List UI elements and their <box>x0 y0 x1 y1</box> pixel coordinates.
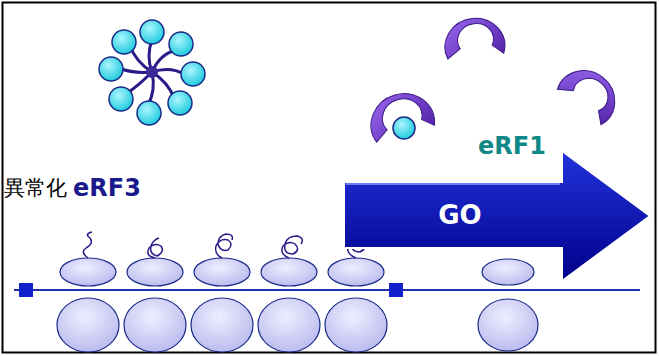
molecule-name: eRF1 <box>478 132 546 160</box>
text-holder: 異常化eRF3 <box>4 168 141 208</box>
erf1-crescent <box>554 59 626 126</box>
small-subunit <box>258 298 320 352</box>
erf3-aggregate <box>99 20 205 125</box>
arrow-highlight <box>346 183 560 185</box>
small-subunit <box>191 298 253 352</box>
large-subunit <box>328 258 384 286</box>
nascent-chain <box>282 236 302 258</box>
molecule-label: 異常化eRF3 <box>4 168 234 208</box>
nascent-chains <box>83 232 370 258</box>
large-subunit <box>482 259 534 285</box>
stop-codon-marker <box>389 283 403 297</box>
go-arrow: GO <box>340 148 654 284</box>
frame <box>3 3 656 353</box>
small-subunit <box>57 298 119 352</box>
arrow-label: GO <box>438 200 481 230</box>
mrna-line <box>14 289 640 291</box>
nascent-chain <box>216 234 233 258</box>
ribosomes <box>57 258 538 352</box>
arrow-shape <box>340 148 654 284</box>
erf3-monomer <box>140 20 164 44</box>
nascent-chain <box>148 238 162 258</box>
arrow-body <box>344 151 650 281</box>
large-subunit <box>194 258 250 286</box>
text-holder: GO <box>340 182 580 248</box>
molecule-name: 異常化 <box>4 174 67 202</box>
erf3-monomer <box>168 91 192 115</box>
large-subunit <box>127 258 183 286</box>
erf3-monomer <box>137 101 161 125</box>
erf3-monomer <box>112 30 136 54</box>
small-subunit <box>478 299 538 351</box>
nascent-chain <box>83 232 92 258</box>
erf3-monomer <box>99 57 123 81</box>
erf1-molecules <box>362 14 626 147</box>
large-subunit <box>60 258 116 286</box>
erf3-monomer <box>109 87 133 111</box>
text-holder: eRF1 <box>478 126 546 166</box>
codon-marker <box>19 283 33 297</box>
erf1-crescent <box>440 14 506 64</box>
erf1-crescent <box>362 85 437 147</box>
erf3-monomer <box>181 62 205 86</box>
erf3-monomer <box>169 32 193 56</box>
large-subunit <box>261 258 317 286</box>
small-subunit <box>124 298 186 352</box>
small-subunit <box>325 298 387 352</box>
aggregate-monomers <box>99 20 205 125</box>
bound-erf3 <box>393 117 415 139</box>
aggregate-core <box>146 66 158 78</box>
molecule-name: eRF3 <box>73 174 141 202</box>
